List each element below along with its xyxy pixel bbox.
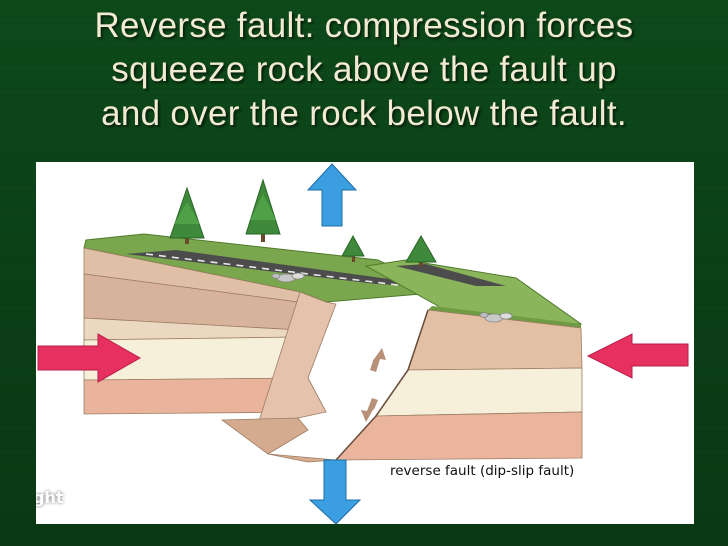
pine-tree-icon bbox=[341, 234, 365, 262]
title-line-1: Reverse fault: compression forces bbox=[94, 6, 634, 45]
title-line-2: squeeze rock above the fault up bbox=[111, 50, 617, 89]
uplift-arrow-icon-bottom bbox=[308, 459, 362, 524]
fault-overhang-wedge bbox=[220, 417, 309, 455]
hanging-wall-road bbox=[126, 250, 456, 288]
title-line-3: and over the rock below the fault. bbox=[101, 94, 627, 133]
fault-diagram-panel bbox=[36, 162, 694, 524]
compression-arrow-icon-left bbox=[37, 333, 142, 383]
road-centerline bbox=[145, 253, 407, 287]
compression-arrow-icon-right bbox=[586, 333, 689, 379]
cropped-edge-label: ght bbox=[36, 488, 64, 507]
footwall-base-wedge bbox=[267, 453, 337, 463]
pine-tree-icon bbox=[405, 234, 437, 266]
pine-tree-icon bbox=[169, 186, 205, 244]
footwall-cream-layer bbox=[375, 367, 583, 417]
fault-line bbox=[335, 309, 429, 461]
diagram-caption: reverse fault (dip-slip fault) bbox=[390, 463, 575, 479]
uplift-arrow-icon-top bbox=[306, 163, 358, 227]
rock-pile-icon bbox=[271, 272, 305, 283]
pine-tree-icon bbox=[245, 178, 281, 242]
slip-arrow-icon-down bbox=[361, 398, 378, 422]
slip-arrow-icon-up bbox=[370, 348, 386, 372]
footwall-road bbox=[396, 264, 506, 286]
rock-pile-icon bbox=[479, 312, 513, 323]
reverse-fault-diagram bbox=[37, 163, 689, 524]
slide-title: Reverse fault: compression forces squeez… bbox=[20, 4, 708, 136]
